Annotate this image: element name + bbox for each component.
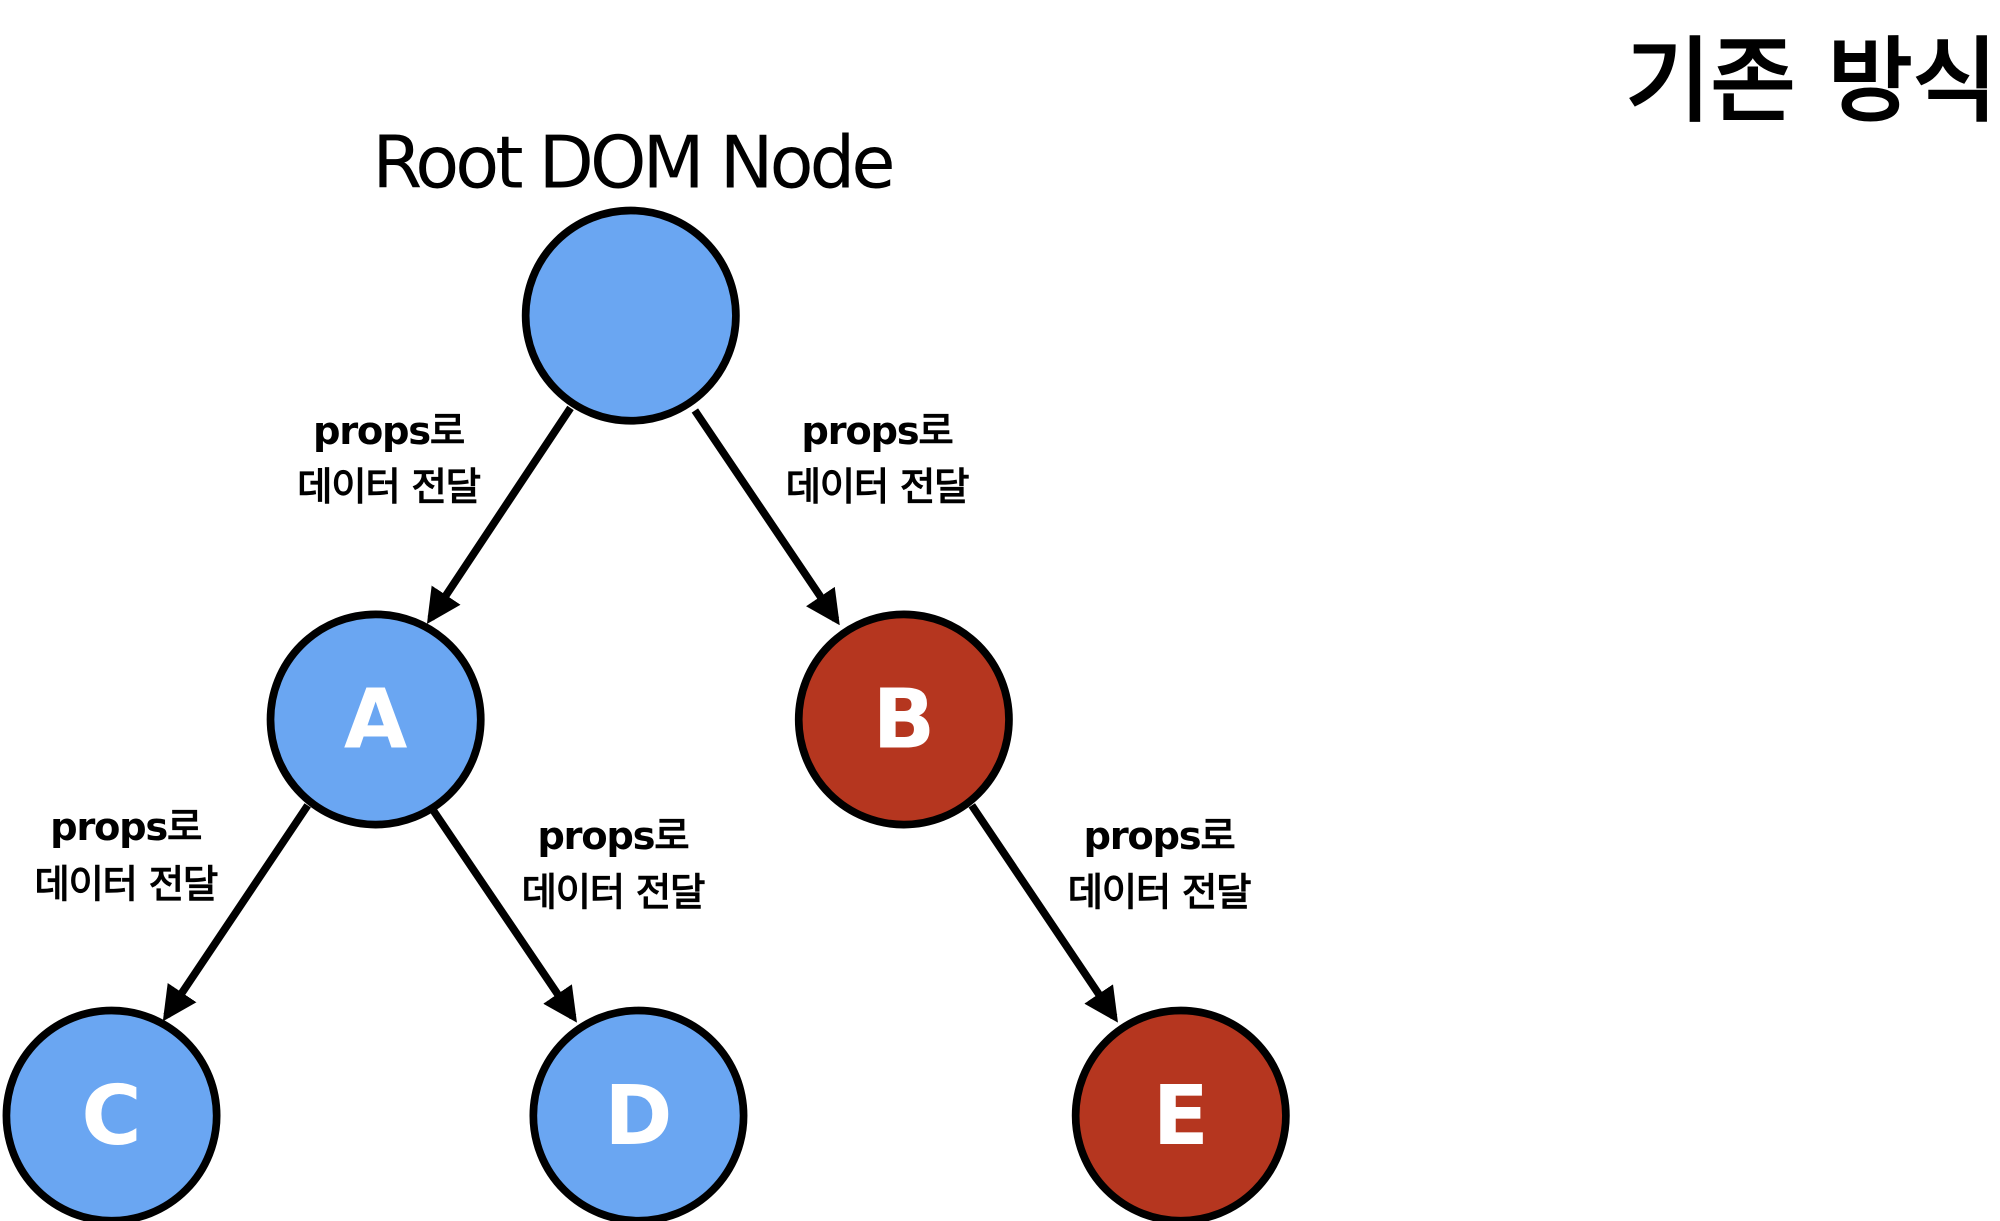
node-root — [521, 206, 740, 425]
edge-label-line1: props로 — [50, 805, 202, 850]
node-a: A — [266, 610, 485, 829]
node-b: B — [794, 610, 1013, 829]
edge-b-e — [968, 803, 1118, 1023]
node-label: B — [873, 673, 936, 768]
node-d: D — [529, 1006, 748, 1221]
root-node-title: Root DOM Node — [372, 120, 892, 204]
edge-label-line1: props로 — [1083, 814, 1235, 859]
node-label: D — [604, 1069, 672, 1164]
edge-label-line1: props로 — [801, 409, 953, 454]
edge-a-d — [430, 808, 577, 1023]
edge-label-line2: 데이터 전달 — [1068, 870, 1251, 915]
page-title: 기존 방식 — [1626, 27, 1998, 135]
edge-label-line2: 데이터 전달 — [786, 465, 969, 510]
edge-label-line1: props로 — [313, 409, 465, 454]
edge-root-b — [691, 408, 840, 626]
edge-label-line2: 데이터 전달 — [34, 863, 217, 908]
node-label: E — [1153, 1069, 1209, 1164]
edge-label-line2: 데이터 전달 — [297, 465, 480, 510]
edge-root-a — [426, 405, 574, 624]
edge-label-line2: 데이터 전달 — [522, 870, 705, 915]
node-label: C — [81, 1069, 141, 1164]
node-e: E — [1071, 1006, 1290, 1221]
node-c: C — [2, 1006, 221, 1221]
edge-label-line1: props로 — [537, 814, 689, 859]
node-label: A — [344, 673, 408, 768]
edge-a-c — [162, 803, 311, 1022]
